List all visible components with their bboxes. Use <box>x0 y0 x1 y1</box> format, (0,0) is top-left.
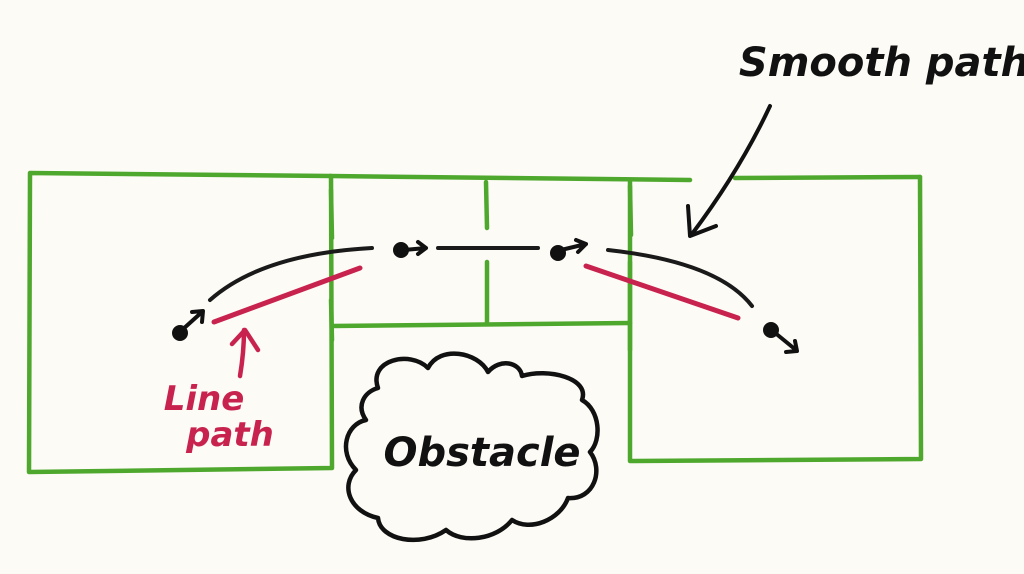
waypoint-2 <box>393 240 428 258</box>
waypoint-start <box>172 309 205 341</box>
smooth-path <box>208 246 754 308</box>
grid-middle-rail <box>329 320 633 329</box>
obstacle-blob <box>343 351 600 543</box>
line-path-pointer-arrow <box>229 327 261 379</box>
line-path-segment-2 <box>583 263 741 321</box>
smooth-path-label: Smooth path <box>739 40 1024 86</box>
line-path <box>211 263 741 325</box>
smooth-path-pointer-arrow <box>686 104 772 238</box>
grid-top-edge <box>327 173 923 183</box>
nav-grid <box>26 170 924 475</box>
waypoint-end <box>763 322 799 354</box>
waypoints <box>172 238 799 354</box>
smooth-path-segment-1 <box>208 246 374 302</box>
waypoint-3 <box>550 238 588 261</box>
smooth-path-segment-3 <box>606 248 754 308</box>
grid-divider-3 <box>627 183 634 353</box>
line-path-label-line1: Line <box>164 379 245 419</box>
grid-divider-2 <box>483 179 490 325</box>
line-path-segment-1 <box>211 265 363 325</box>
line-path-label-line2: path <box>185 415 274 455</box>
grid-cell-left <box>26 170 335 475</box>
obstacle-label: Obstacle <box>383 430 580 476</box>
grid-cell-right <box>627 174 924 464</box>
grid-divider-1 <box>328 187 335 343</box>
